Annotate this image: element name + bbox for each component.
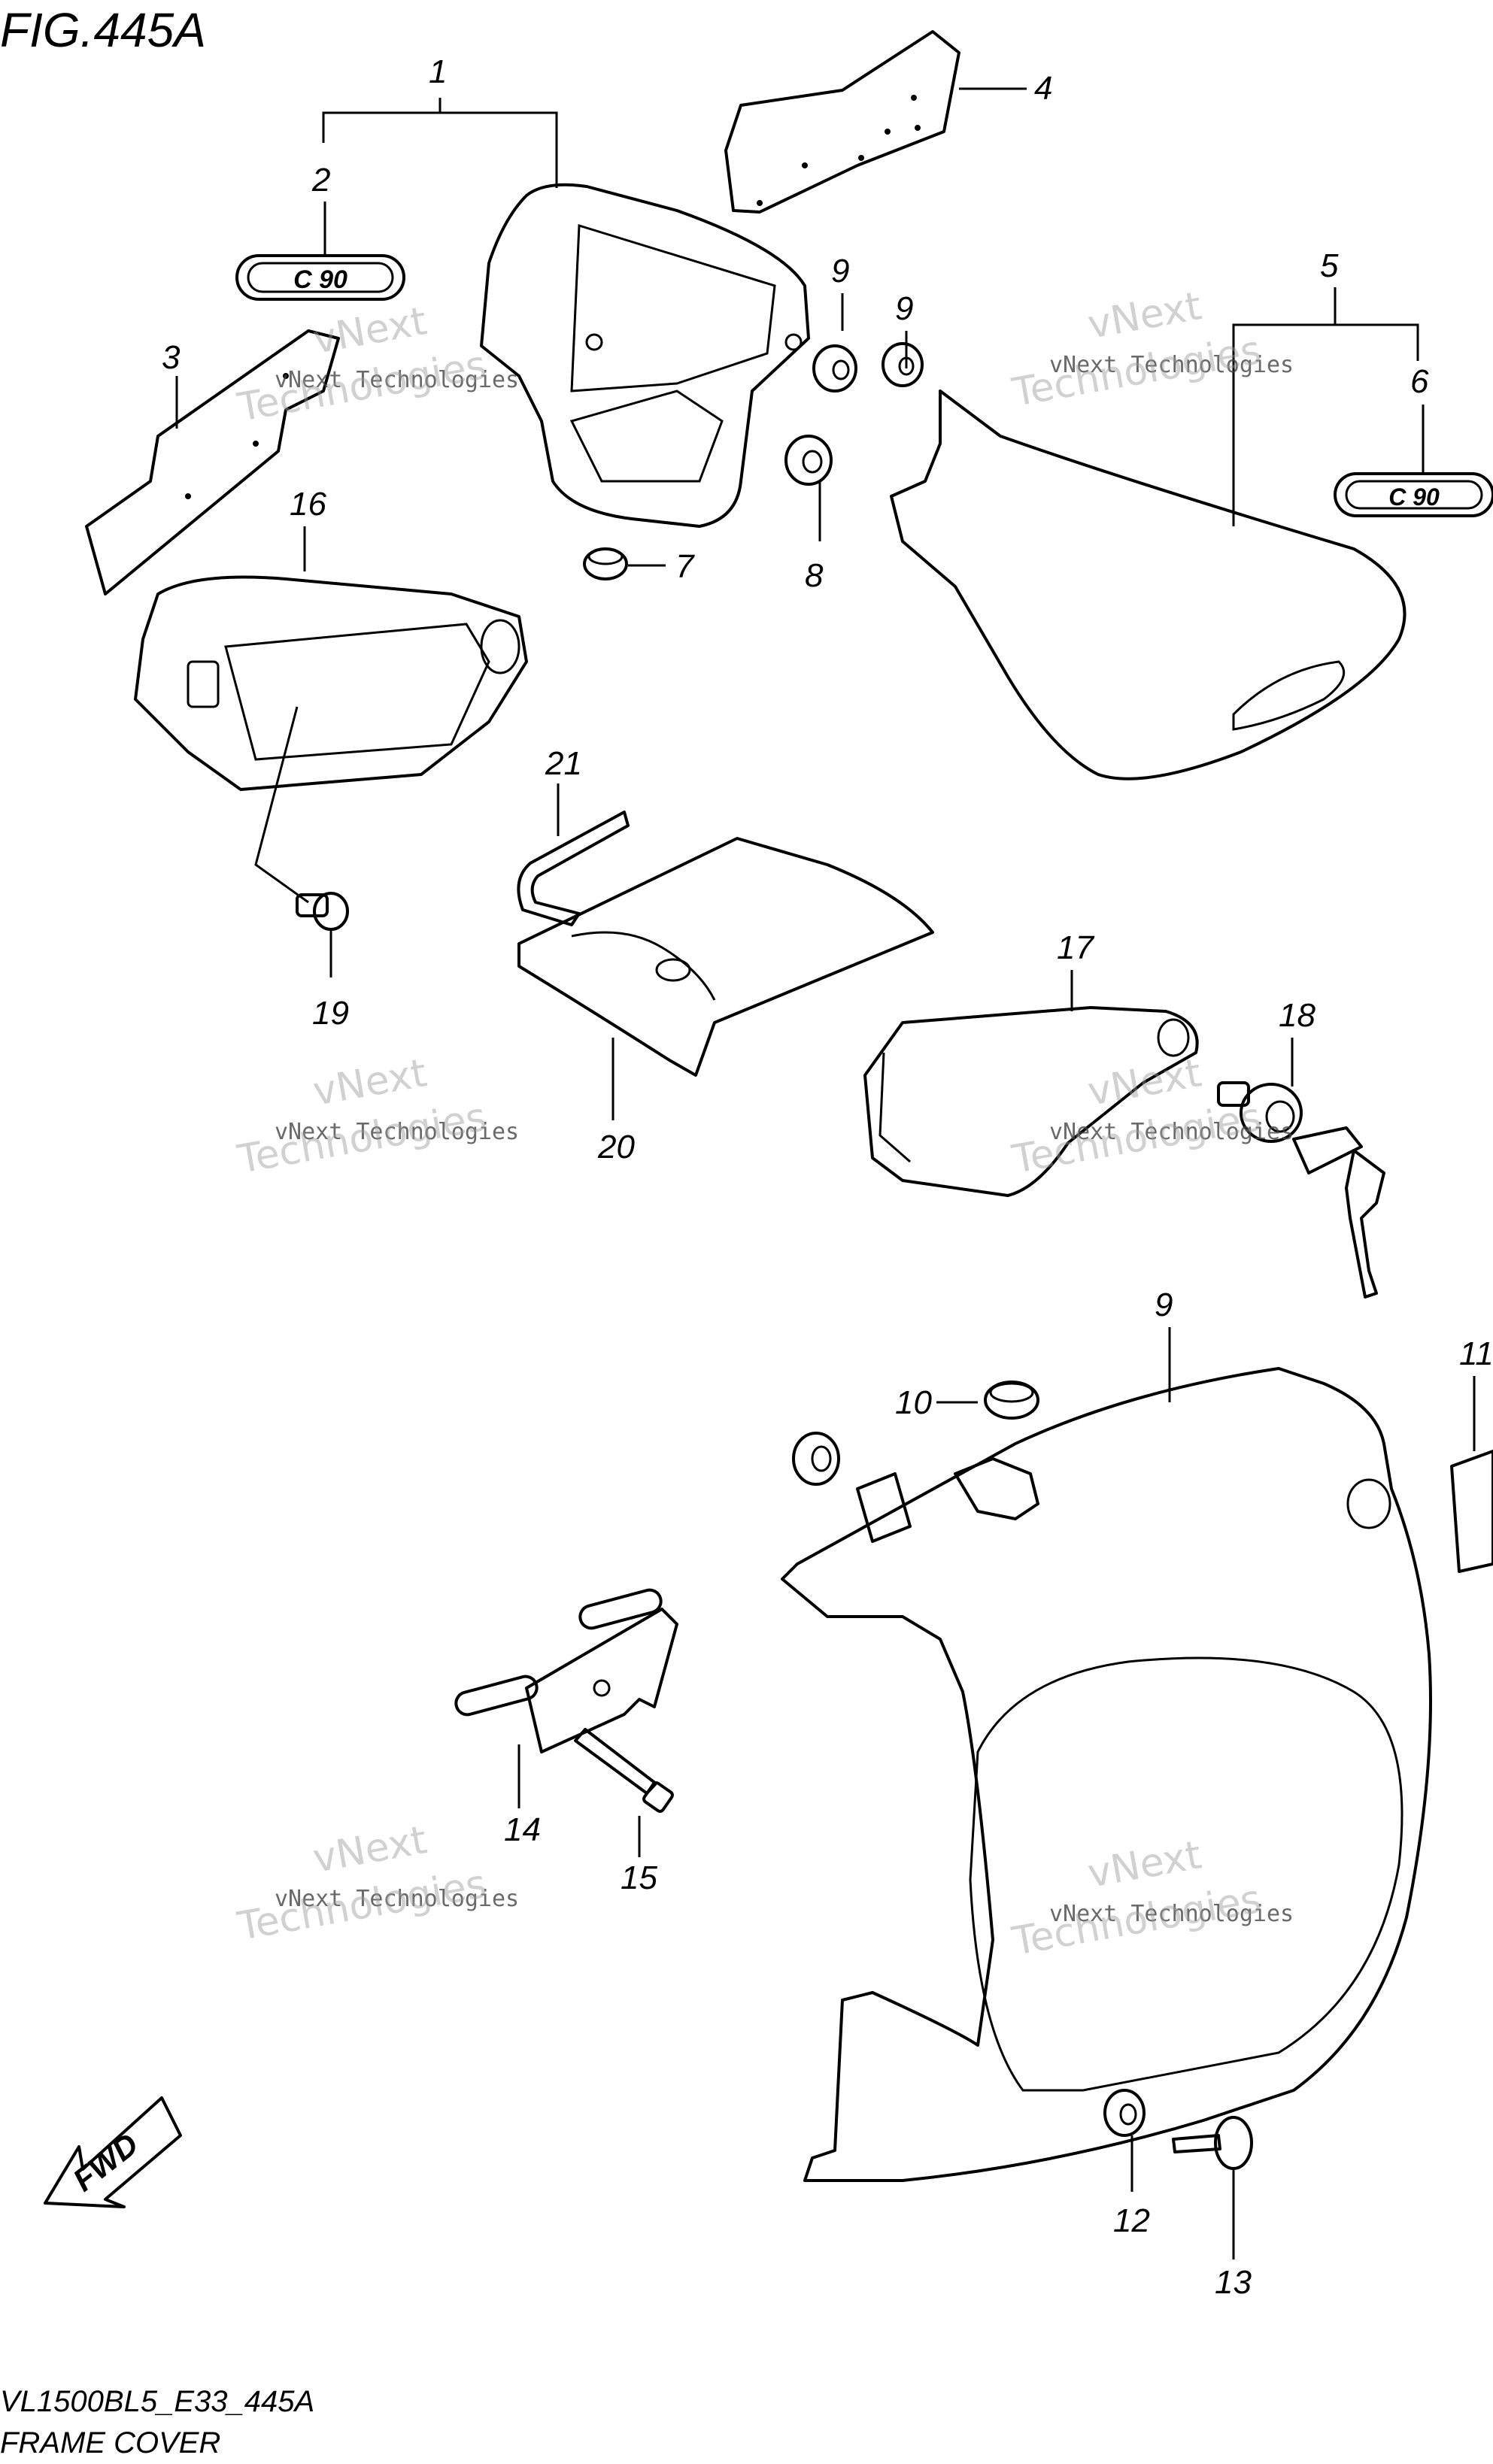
callout-20: 19 [312, 995, 349, 1032]
fwd-label: FWD [66, 2126, 144, 2198]
watermark-big: vNext [1085, 1832, 1205, 1896]
part-20-bolt [296, 892, 349, 931]
leader-5-bracket [1232, 287, 1337, 526]
part-11-cushion-mounted [792, 1432, 840, 1486]
section-name: FRAME COVER [0, 2426, 220, 2459]
watermark-text: vNext Technologies [275, 1119, 519, 1145]
callout-13: 12 [1113, 2202, 1150, 2239]
callout-15: 14 [504, 1811, 541, 1848]
part-2-emblem: C 90 [235, 254, 405, 301]
callout-21: 20 [597, 1129, 635, 1165]
watermark-big: Technologies [234, 1095, 490, 1183]
part-22-hex-key [517, 811, 630, 926]
part-6-emblem: C 90 [1334, 472, 1493, 517]
part-4-side-panel [724, 30, 960, 214]
part-15-bracket [454, 1588, 678, 1753]
model-code: VL1500BL5_E33_445A [0, 2385, 314, 2418]
fwd-arrow-icon: FWD [44, 2096, 182, 2208]
watermark-text: vNext Technologies [1049, 352, 1294, 378]
watermark-big: vNext [310, 299, 430, 362]
leader-5-right [1335, 323, 1419, 361]
part-5-frame-cover-right [890, 389, 1407, 780]
part-1-frame-cover-left [480, 183, 810, 528]
callout-2: 2 [311, 162, 330, 199]
part-9-grommet-a [812, 344, 857, 392]
watermark-big: vNext [310, 1817, 430, 1881]
watermark-text: vNext Technologies [275, 367, 519, 393]
callout-9a: 9 [831, 253, 849, 289]
callout-18: 17 [1057, 929, 1094, 966]
callout-9b: 9 [895, 290, 913, 327]
watermark-text: vNext Technologies [1049, 1119, 1294, 1145]
watermark-big: Technologies [234, 1862, 490, 1950]
part-21-tool-bag [517, 837, 934, 1077]
watermark-big: Technologies [1009, 1095, 1264, 1183]
watermark-group: vNext Technologies vNext Technologies vN… [234, 283, 1294, 1965]
emblem-6-text: C 90 [1388, 483, 1440, 511]
callout-11: 10 [895, 1384, 932, 1421]
callout-8: 8 [805, 557, 824, 594]
part-12-label [1450, 1450, 1493, 1573]
leader-1-bracket [322, 111, 558, 188]
callout-17: 16 [290, 486, 326, 523]
part-19-lock-set [1217, 1081, 1385, 1299]
watermark-text: vNext Technologies [1049, 1901, 1294, 1927]
part-16-bolt [574, 1728, 674, 1813]
figure-title: FIG.445A [0, 3, 206, 57]
watermark-big: vNext [1085, 283, 1205, 347]
callout-12: 11 [1459, 1335, 1493, 1372]
watermark-big: Technologies [1009, 328, 1264, 416]
part-3-small-panel [85, 329, 340, 596]
part-17-battery-box [134, 575, 528, 791]
part-7-cushion [583, 547, 628, 580]
callout-10: 9 [1155, 1287, 1173, 1323]
watermark-big: vNext [1085, 1050, 1205, 1114]
part-18-side-cover [863, 1006, 1199, 1197]
part-14-screw [1172, 2116, 1253, 2170]
callout-16: 15 [621, 1859, 657, 1896]
part-9-grommet-b [882, 342, 924, 387]
callout-1: 1 [429, 53, 447, 90]
watermark-big: Technologies [1009, 1877, 1264, 1965]
callout-19: 18 [1279, 997, 1315, 1034]
callout-4: 4 [1034, 70, 1052, 107]
callout-3: 3 [162, 339, 181, 376]
callout-14: 13 [1215, 2264, 1252, 2301]
part-13-grommet [1103, 2089, 1146, 2137]
callout-6: 6 [1410, 363, 1429, 400]
part-10-lower-frame-cover [781, 1367, 1432, 2182]
part-8-grommet [784, 435, 833, 486]
callout-7: 7 [675, 548, 695, 585]
watermark-big: vNext [310, 1050, 430, 1114]
emblem-2-text: C 90 [293, 265, 347, 294]
part-11-cushion [984, 1381, 1039, 1420]
callout-22: 21 [545, 745, 582, 782]
callout-5: 5 [1320, 247, 1339, 284]
leader-20-top [254, 706, 309, 904]
watermark-text: vNext Technologies [275, 1886, 519, 1912]
